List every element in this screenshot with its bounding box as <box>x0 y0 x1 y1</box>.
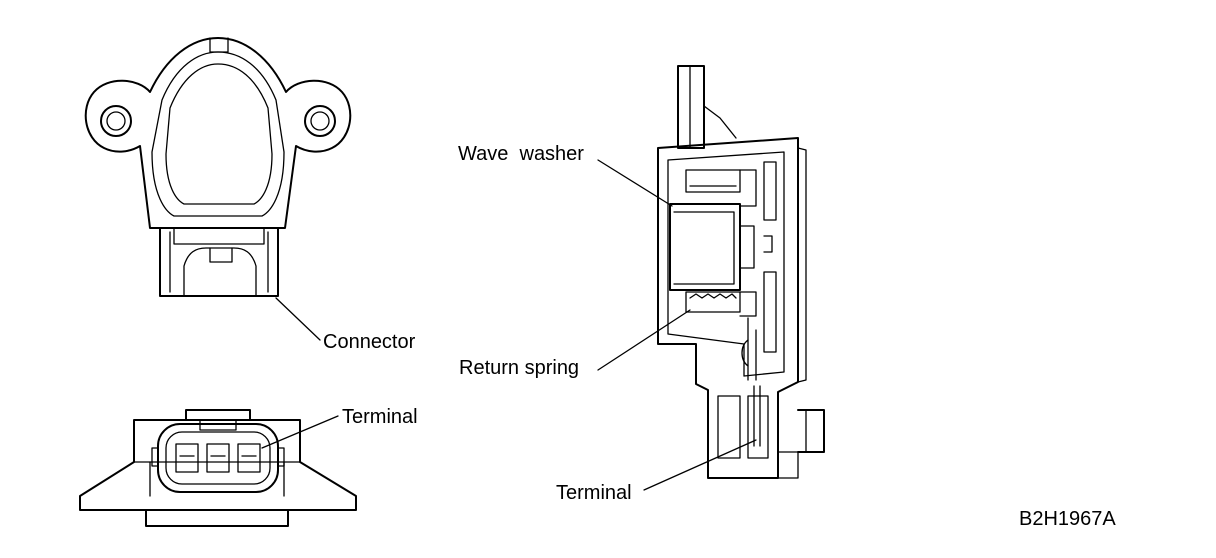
connector-label: Connector <box>323 331 416 353</box>
return-spring-coil <box>689 293 737 299</box>
terminal-section-label: Terminal <box>556 482 632 504</box>
upper-ring-step <box>739 169 757 207</box>
inner-cavity <box>667 151 785 377</box>
housing-notch <box>209 37 229 53</box>
connector-body <box>159 227 279 297</box>
rotor-block-inner <box>673 211 735 285</box>
top-post <box>677 65 705 149</box>
socket-left <box>717 395 741 459</box>
rotor-block <box>669 203 741 291</box>
return-spring-label: Return spring <box>459 357 580 379</box>
connector-face-view <box>79 409 357 527</box>
latch-tab-top <box>185 409 251 421</box>
right-notch <box>763 235 773 253</box>
housing-right-lip <box>797 147 807 383</box>
lower-ring <box>685 291 741 313</box>
terminal-front-leader-line <box>261 415 339 449</box>
rotor-cavity <box>165 63 273 205</box>
wave-washer-leader-line <box>597 159 673 207</box>
figure-code: B2H1967A <box>1019 508 1116 530</box>
terminal-cavity-1 <box>175 443 199 473</box>
terminal-front-label: Terminal <box>342 406 418 428</box>
side-latch <box>797 409 825 453</box>
mounting-hole-left-inner <box>106 111 126 131</box>
lead-wire <box>747 317 757 381</box>
connector-latch-tab <box>209 247 233 263</box>
upper-ring <box>685 169 741 193</box>
rotor-shaft <box>739 225 755 269</box>
connector-leader-line <box>275 297 321 341</box>
housing-inner-outline <box>151 51 285 217</box>
connector-latch <box>183 247 257 297</box>
housing-outline <box>84 37 352 229</box>
right-part-upper <box>763 161 777 221</box>
terminal-section-leader-line <box>643 439 757 491</box>
mounting-hole-left <box>100 105 132 137</box>
sensor-top-view <box>84 37 352 297</box>
connector-collar <box>173 227 265 245</box>
socket-right <box>747 395 769 459</box>
base-plate <box>79 419 357 511</box>
side-nub-left <box>151 447 159 467</box>
top-post-bevel <box>703 105 737 139</box>
terminal-cavity-3 <box>237 443 261 473</box>
sensor-cross-section <box>657 65 825 479</box>
terminal-cavity-2 <box>206 443 230 473</box>
right-part-lower <box>763 271 777 353</box>
base-flange <box>145 509 289 527</box>
latch-base <box>777 451 799 479</box>
connector-shroud-inner <box>165 431 271 485</box>
lower-ring-step <box>739 291 757 317</box>
side-nub-right <box>277 447 285 467</box>
main-housing <box>657 137 799 479</box>
return-spring-leader-line <box>597 309 691 371</box>
mounting-hole-right-inner <box>310 111 330 131</box>
wave-washer-label: Wave washer <box>458 143 584 165</box>
mounting-hole-right <box>304 105 336 137</box>
lead-wire-bend <box>741 339 749 367</box>
